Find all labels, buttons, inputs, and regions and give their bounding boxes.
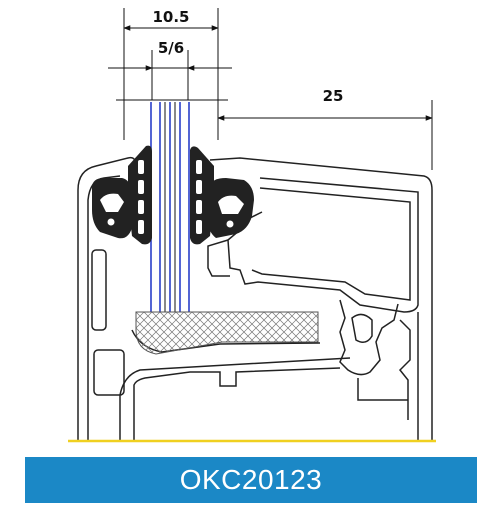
glazing-gasket-left — [92, 145, 152, 245]
dimension-rebate-depth: 25 — [116, 87, 433, 170]
glass-pane — [150, 102, 190, 312]
dimension-rebate-depth-label: 25 — [323, 87, 344, 105]
product-code: OKC20123 — [179, 464, 323, 495]
glazing-gasket-right — [190, 146, 254, 245]
dimension-glass-thickness-label: 5/6 — [158, 39, 184, 57]
dimension-total-width-label: 10.5 — [152, 8, 189, 26]
sash-profile-right — [207, 157, 433, 440]
product-code-banner: OKC20123 — [25, 457, 477, 503]
setting-block — [135, 311, 319, 355]
dimension-glass-thickness: 5/6 — [108, 39, 232, 100]
dimension-total-width: 10.5 — [123, 8, 219, 140]
profile-section-drawing: 10.5 5/6 25 — [68, 8, 436, 443]
